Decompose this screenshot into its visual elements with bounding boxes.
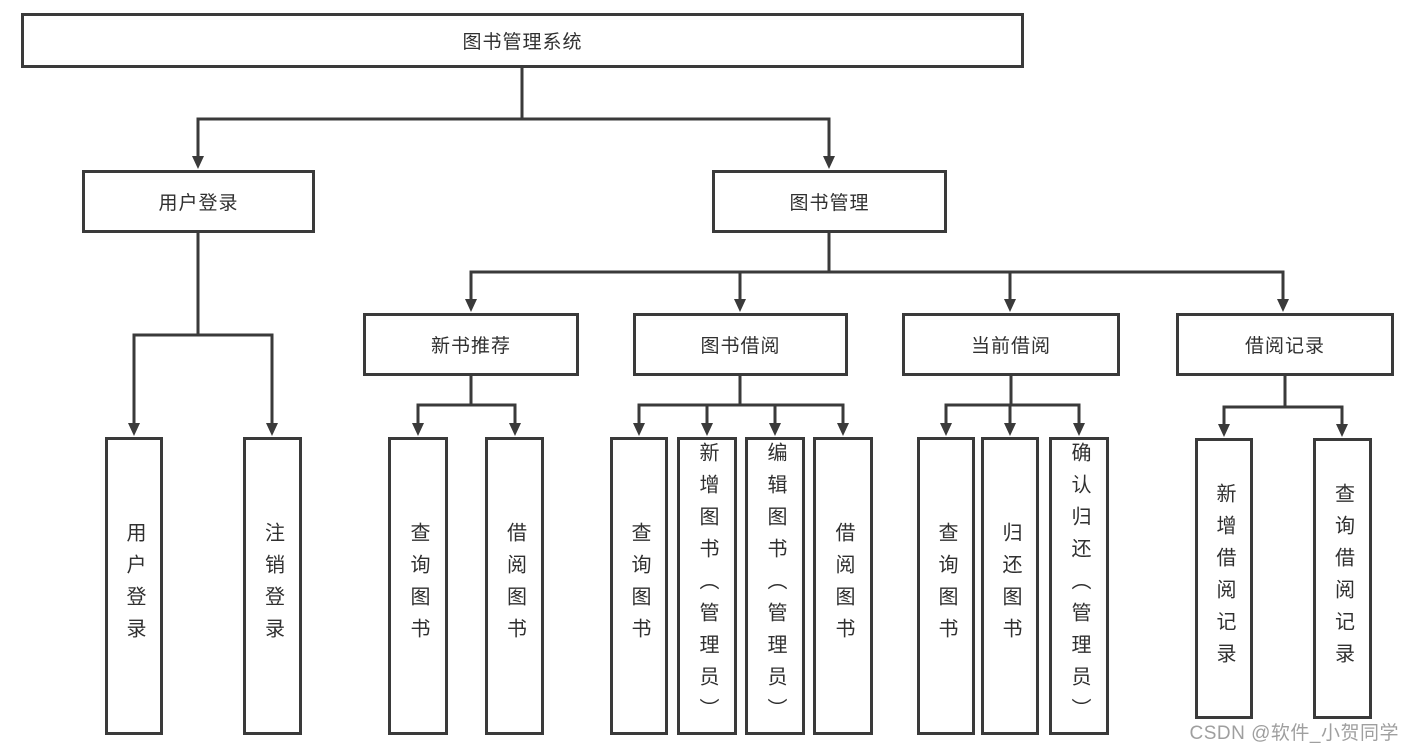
leaf-label: 查询图书	[935, 522, 957, 650]
leaf-add-books-admin: 新增图书（管理员）	[677, 437, 737, 735]
arrowhead-borrowing-add	[701, 423, 713, 436]
leaf-label: 查询图书	[407, 522, 429, 650]
arrowhead-current-confirm	[1073, 423, 1085, 436]
node-book-management: 图书管理	[712, 170, 947, 233]
arrowhead-current-borrowing	[1004, 299, 1016, 312]
leaf-query-books-current: 查询图书	[917, 437, 975, 735]
node-book-borrowing: 图书借阅	[633, 313, 848, 376]
arrowhead-borrowing-edit	[769, 423, 781, 436]
arrowhead-current-return	[1004, 423, 1016, 436]
leaf-label: 新增图书（管理员）	[696, 442, 718, 730]
leaf-confirm-return-admin: 确认归还（管理员）	[1049, 437, 1109, 735]
connector-login-bracket	[132, 333, 274, 424]
arrowhead-recommend-query	[412, 423, 424, 436]
connector-current-bracket	[944, 403, 1081, 424]
node-user-login: 用户登录	[82, 170, 315, 233]
leaf-label: 借阅图书	[832, 522, 854, 650]
arrowhead-book-borrowing	[734, 299, 746, 312]
leaf-label: 查询图书	[628, 522, 650, 650]
connector-borrowing-bracket	[637, 403, 845, 424]
leaf-label: 归还图书	[999, 522, 1021, 650]
csdn-watermark: CSDN @软件_小贺同学	[1189, 723, 1399, 744]
arrowhead-user-login-node	[192, 156, 204, 169]
arrowhead-new-book-recommend	[465, 299, 477, 312]
arrowhead-borrowing-query	[633, 423, 645, 436]
leaf-label: 新增借阅记录	[1213, 482, 1235, 675]
leaf-label: 用户登录	[123, 522, 145, 650]
leaf-logout: 注销登录	[243, 437, 302, 735]
connector-root-bracket	[196, 117, 831, 158]
leaf-user-login: 用户登录	[105, 437, 163, 735]
connector-mgmt-bracket	[469, 270, 1285, 300]
leaf-borrow-books-recommend: 借阅图书	[485, 437, 544, 735]
node-library-system: 图书管理系统	[21, 13, 1024, 68]
arrowhead-records-add	[1218, 424, 1230, 437]
arrowhead-leaf-user-login	[128, 423, 140, 436]
leaf-query-borrow-record: 查询借阅记录	[1313, 438, 1372, 719]
leaf-edit-books-admin: 编辑图书（管理员）	[745, 437, 805, 735]
leaf-return-books: 归还图书	[981, 437, 1039, 735]
node-new-book-recommend: 新书推荐	[363, 313, 579, 376]
leaf-query-books-recommend: 查询图书	[388, 437, 448, 735]
leaf-add-borrow-record: 新增借阅记录	[1195, 438, 1253, 719]
node-current-borrowing: 当前借阅	[902, 313, 1120, 376]
arrowhead-borrowing-records	[1277, 299, 1289, 312]
arrowhead-current-query	[940, 423, 952, 436]
node-borrowing-records: 借阅记录	[1176, 313, 1394, 376]
leaf-borrow-books-borrowing: 借阅图书	[813, 437, 873, 735]
arrowhead-borrowing-borrow	[837, 423, 849, 436]
leaf-label: 编辑图书（管理员）	[764, 442, 786, 730]
arrowhead-leaf-logout	[266, 423, 278, 436]
leaf-label: 借阅图书	[503, 522, 526, 650]
leaf-label: 注销登录	[261, 522, 284, 650]
arrowhead-book-mgmt-node	[823, 156, 835, 169]
connector-recommend-bracket	[416, 403, 517, 424]
leaf-query-books-borrowing: 查询图书	[610, 437, 668, 735]
connector-records-bracket	[1222, 405, 1344, 425]
arrowhead-records-query	[1336, 424, 1348, 437]
leaf-label: 查询借阅记录	[1331, 482, 1354, 675]
arrowhead-recommend-borrow	[509, 423, 521, 436]
leaf-label: 确认归还（管理员）	[1068, 442, 1090, 730]
